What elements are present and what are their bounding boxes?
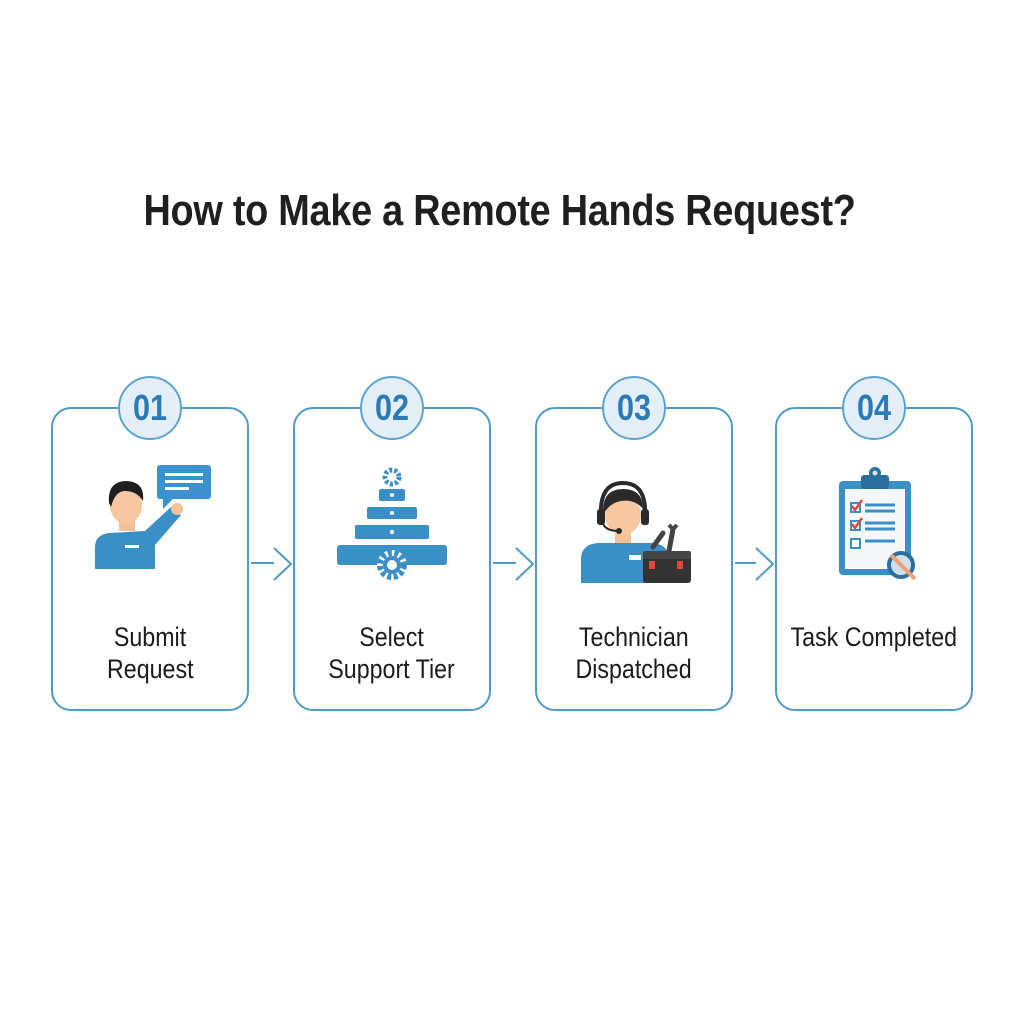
page-title: How to Make a Remote Hands Request? [143, 186, 856, 235]
arrow-icon [248, 547, 293, 584]
step-card-4: 04 Task Completed [775, 376, 973, 711]
arrow-icon [732, 547, 775, 584]
step-card-3: 03 Technician Dispatched [535, 376, 733, 711]
step-number-badge: 03 [602, 376, 666, 440]
step-card-2: 02 Select Support Tier [293, 376, 491, 711]
arrow-icon [490, 547, 535, 584]
technician-toolbox-icon [581, 480, 691, 583]
step-label: Submit Request [106, 622, 194, 684]
step-card-1: 01 Submit Request [51, 376, 249, 711]
checklist-clipboard-icon [839, 467, 917, 581]
tier-pyramid-gear-icon [337, 467, 447, 580]
step-label: Select Support Tier [328, 622, 456, 684]
step-number-badge: 02 [360, 376, 424, 440]
step-number-badge: 01 [118, 376, 182, 440]
step-label: Technician Dispatched [575, 622, 693, 684]
step-number-badge: 04 [842, 376, 906, 440]
person-chat-icon [95, 465, 211, 569]
step-label: Task Completed [790, 622, 958, 652]
